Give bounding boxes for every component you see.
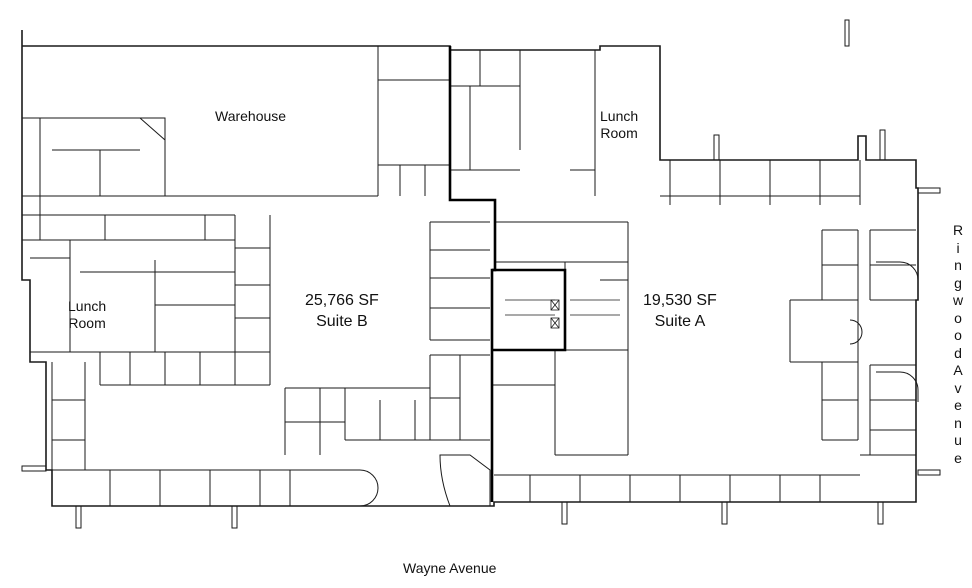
street-letter: e	[954, 397, 962, 413]
suite-a-area: 19,530 SF	[643, 292, 717, 309]
restroom-fixtures	[505, 299, 620, 329]
street-letter: o	[954, 327, 962, 343]
label-warehouse: Warehouse	[215, 108, 286, 125]
street-letter: n	[954, 414, 962, 431]
suite-demising-walls	[448, 46, 567, 502]
lunch-room-top-line2: Room	[600, 125, 638, 141]
street-letter: e	[954, 449, 962, 466]
suite-b-area: 25,766 SF	[305, 292, 379, 309]
street-letter: R	[952, 222, 964, 238]
label-lunch-room-top: Lunch Room	[600, 108, 638, 142]
label-suite-b: 25,766 SF Suite B	[305, 290, 379, 332]
wayne-avenue-text: Wayne Avenue	[403, 560, 497, 576]
exterior-pilasters	[21, 19, 941, 529]
warehouse-text: Warehouse	[215, 108, 287, 124]
label-lunch-room-left: Lunch Room	[68, 298, 106, 332]
outer-walls	[21, 30, 919, 507]
street-letter: n	[954, 257, 962, 273]
street-letter: d	[954, 344, 962, 361]
street-letter: o	[954, 309, 962, 326]
lunch-room-left-line1: Lunch	[68, 298, 107, 314]
street-letter: g	[954, 274, 962, 291]
street-letter: u	[954, 432, 962, 448]
lunch-room-top-line1: Lunch	[600, 108, 639, 124]
street-letter: A	[953, 362, 963, 378]
street-letter: v	[954, 379, 962, 396]
suite-b-name: Suite B	[316, 313, 368, 330]
inner-walls	[22, 46, 919, 507]
street-letter: i	[956, 239, 960, 256]
lunch-room-left-line2: Room	[68, 315, 106, 331]
label-suite-a: 19,530 SF Suite A	[643, 290, 717, 332]
label-street-bottom: Wayne Avenue	[403, 560, 496, 577]
street-letter: w	[952, 292, 964, 308]
suite-a-name: Suite A	[654, 313, 706, 330]
